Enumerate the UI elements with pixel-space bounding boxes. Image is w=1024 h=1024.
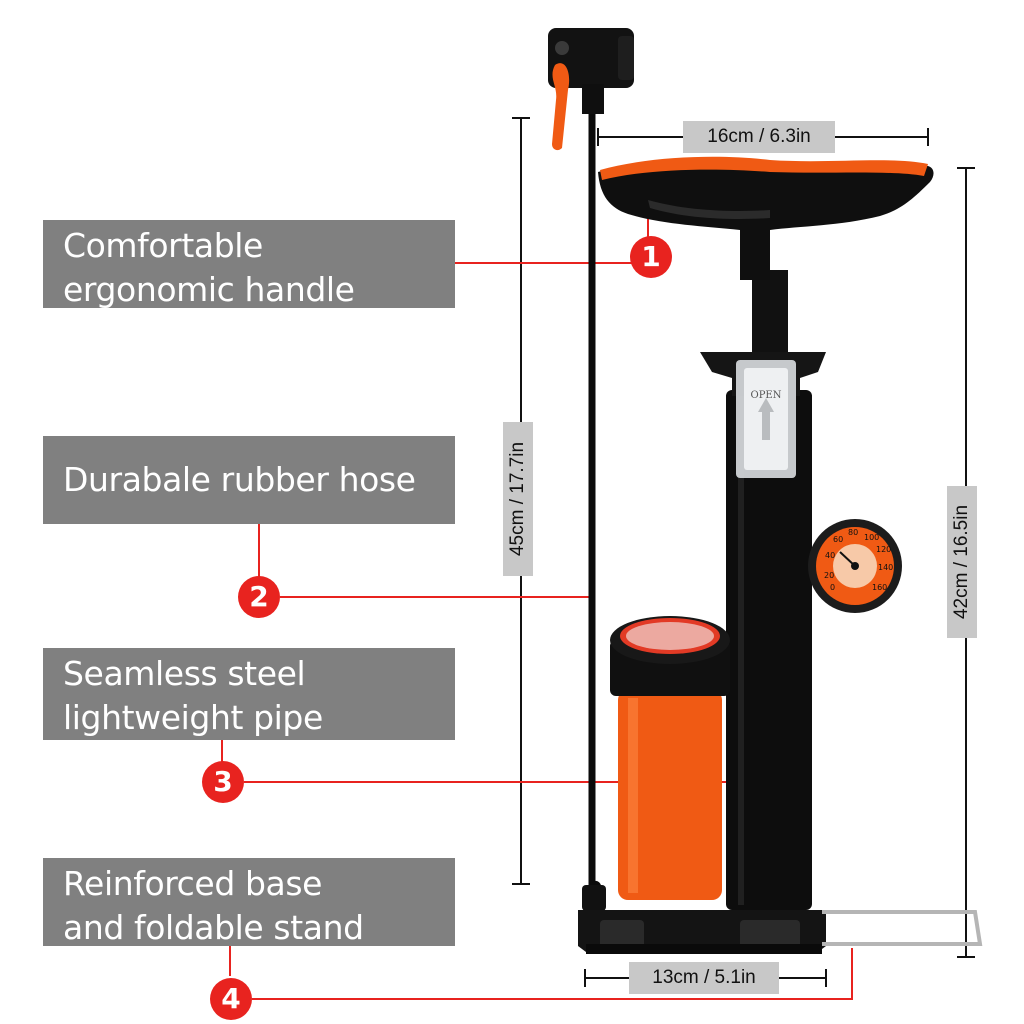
valve-label: OPEN: [751, 390, 782, 401]
callout-text: lightweight pipe: [63, 698, 323, 737]
svg-text:60: 60: [833, 535, 843, 544]
callout-label-handle: Comfortable ergonomic handle: [43, 220, 455, 309]
hose-chuck: [548, 28, 634, 151]
callout-text: Comfortable: [63, 226, 263, 265]
svg-text:120: 120: [876, 545, 891, 554]
svg-text:140: 140: [878, 563, 893, 572]
svg-text:40: 40: [825, 551, 835, 560]
callout-text: Seamless steel: [63, 654, 306, 693]
svg-text:20: 20: [824, 571, 834, 580]
callout-text: and foldable stand: [63, 908, 364, 947]
dimension-total-height: 45cm / 17.7in: [503, 422, 533, 576]
callout-text: ergonomic handle: [63, 270, 355, 309]
svg-text:80: 80: [848, 528, 858, 537]
svg-text:100: 100: [864, 533, 879, 542]
callout-text: Reinforced base: [63, 864, 323, 903]
pressure-gauge: [808, 519, 902, 613]
pump-base: [578, 910, 826, 954]
callout-label-pipe: Seamless steel lightweight pipe: [43, 648, 455, 740]
callout-badge-3: 3: [202, 761, 244, 803]
callout-badge-1: 1: [630, 236, 672, 278]
pump-handle: [598, 156, 934, 280]
svg-text:0: 0: [830, 583, 835, 592]
callout-badge-4: 4: [210, 978, 252, 1020]
foldable-stand: [822, 910, 983, 946]
dimension-handle-width: 16cm / 6.3in: [683, 121, 835, 153]
gauge-scale: 0 20 40 60 80 100 120 140 160: [824, 528, 893, 592]
callout-label-hose: Durabale rubber hose: [43, 436, 455, 524]
rubber-hose: [582, 110, 606, 911]
dimension-body-height: 42cm / 16.5in: [947, 486, 977, 638]
svg-text:160: 160: [872, 583, 887, 592]
callout-text: Durabale rubber hose: [63, 460, 416, 499]
callout-label-base: Reinforced base and foldable stand: [43, 858, 455, 947]
pressure-cylinder: [610, 616, 730, 900]
dimension-base-width: 13cm / 5.1in: [629, 962, 779, 994]
callout-badge-2: 2: [238, 576, 280, 618]
pump-barrel: [700, 270, 826, 910]
